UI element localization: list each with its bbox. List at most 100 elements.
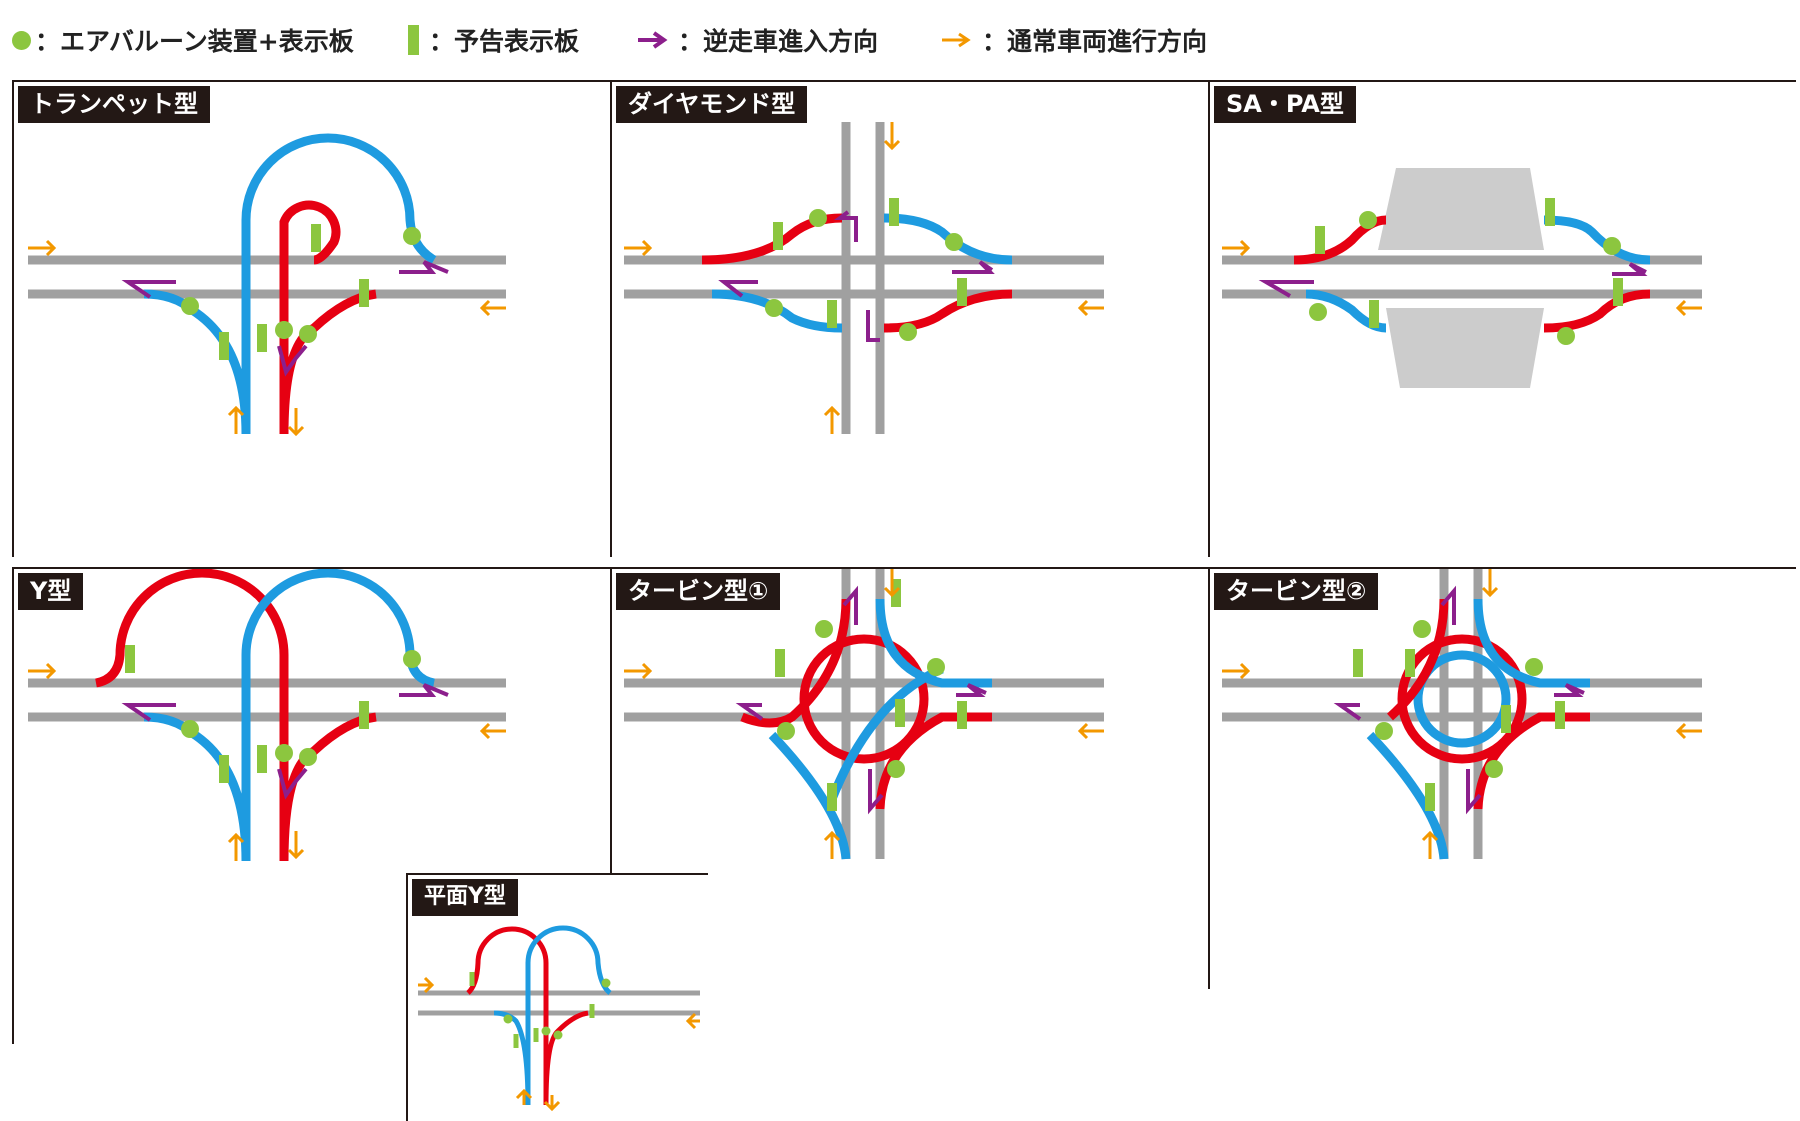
normal-direction-arrow [1421,830,1439,859]
wrong-way-arrow [842,585,858,625]
normal-direction-arrow [227,832,245,861]
sign-marker [1405,649,1415,677]
wrong-way-arrow [1258,280,1314,298]
normal-direction-arrow [543,1095,561,1112]
sign-marker [257,745,267,773]
ramp [525,925,612,1105]
wrong-way-arrow [277,767,308,800]
diagram-y [28,569,506,862]
wrong-way-arrow [121,703,176,722]
sign-marker [1425,783,1435,811]
diagram-trumpet [28,133,506,437]
balloon-marker [1485,760,1503,778]
sign-marker [125,645,135,673]
normal-direction-arrow [227,405,245,434]
sign-marker [219,332,229,360]
sign-marker [219,755,229,783]
sign-marker [775,649,785,677]
wrong-way-arrow [121,280,176,299]
normal-direction-arrow [515,1088,533,1105]
balloon-marker [403,227,421,245]
ramp [827,664,944,801]
sign-marker [1353,649,1363,677]
sign-marker [311,224,321,252]
wrong-way-arrow [1466,769,1482,815]
balloon-marker [1525,658,1543,676]
sign-marker [889,198,899,226]
sign-marker [1613,278,1623,306]
diagram-turbine1 [624,569,1104,860]
balloon-marker [765,299,783,317]
normal-direction-arrow [28,662,57,680]
normal-direction-arrow [418,976,435,994]
normal-direction-arrow [823,405,841,434]
normal-direction-arrow [823,830,841,859]
wrong-way-arrow [866,310,880,342]
balloon-marker [553,1030,563,1040]
sign-icon [408,25,419,55]
sign-marker [1369,300,1379,328]
sign-marker [257,324,267,352]
ramp [875,712,992,810]
legend: ：エアバルーン装置+表示板 ：予告表示板 ：逆走車進入方向 ：通常車両進行方向 [0,0,1800,80]
ramp [875,598,992,688]
ramp [711,289,843,333]
balloon-marker [181,297,199,315]
facility-building [1386,308,1544,388]
ramp [1387,598,1449,721]
diagram-sapa [1222,168,1702,388]
wrong-way-arrow [399,260,449,274]
normal-direction-arrow [1675,722,1702,740]
panel-turbine2: タービン型② [1208,567,1796,989]
sign-marker [1545,198,1555,226]
ramp [143,712,251,862]
ramp [279,289,377,435]
normal-direction-arrow [1222,239,1251,257]
sign-marker [827,300,837,328]
sign-marker [957,278,967,306]
normal-direction-arrow [1077,722,1104,740]
balloon-marker [899,323,917,341]
ramp [279,712,377,862]
ramp [883,289,1013,333]
normal-direction-arrow [1675,299,1702,317]
panel-label-trumpet: トランペット型 [18,86,210,123]
normal-direction-arrow [1077,299,1104,317]
balloon-marker [777,722,795,740]
balloon-marker [815,620,833,638]
ramp [740,598,851,728]
balloon-marker [1603,237,1621,255]
legend-sign: ：予告表示板 [408,24,579,56]
balloon-marker [1413,620,1431,638]
diagram-flat-y [418,925,700,1112]
panel-label-turbine1: タービン型① [616,573,781,610]
balloon-marker [601,978,611,988]
sign-marker [827,783,837,811]
legend-balloon: ：エアバルーン装置+表示板 [12,24,354,56]
facility-building [1378,168,1544,250]
ramp [1413,650,1511,748]
balloon-marker [403,650,421,668]
ramp [279,200,341,434]
ramp [768,731,851,860]
panel-turbine1: タービン型① [610,567,1208,989]
wrong-way-arrow [277,344,308,377]
balloon-marker [887,760,905,778]
legend-balloon-text: ：エアバルーン装置+表示板 [35,27,354,56]
wrong-way-arrow [952,260,995,274]
legend-normal-text: ：通常車両進行方向 [982,27,1208,56]
normal-direction-arrow [1222,662,1251,680]
wrong-way-arrow [1440,585,1456,625]
ramp [241,133,437,434]
wrong-way-arrow [399,683,449,697]
legend-normal: ：通常車両進行方向 [940,24,1207,56]
normal-direction-arrow [624,662,653,680]
sign-marker [957,701,967,729]
ramp [1473,598,1590,688]
wrong-way-arrow [834,210,858,242]
sign-marker [895,699,905,727]
balloon-marker [299,325,317,343]
sign-marker [359,701,369,729]
balloon-marker [927,658,945,676]
wrong-way-arrow [1333,703,1362,721]
